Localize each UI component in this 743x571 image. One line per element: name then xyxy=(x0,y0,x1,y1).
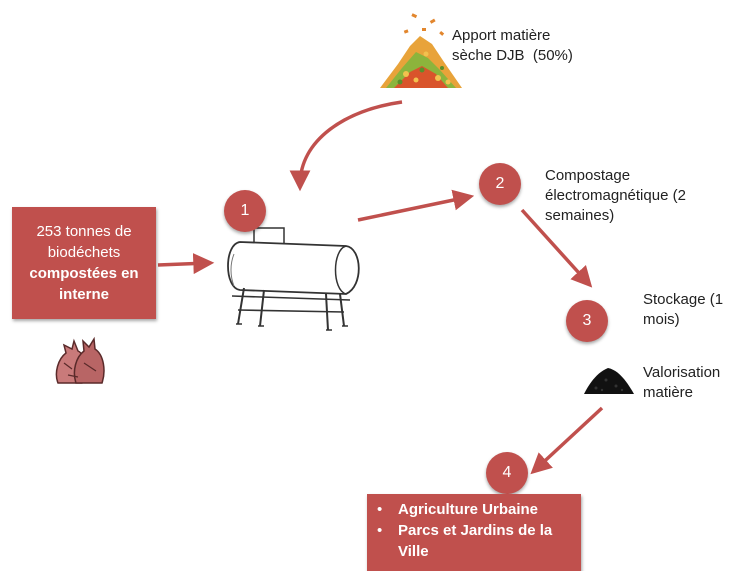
valorisation-label: Valorisation matière xyxy=(643,364,721,401)
input-box: 253 tonnes de biodéchets compostées en i… xyxy=(12,207,156,319)
arrow-input-to-tank xyxy=(157,253,215,275)
output-item-parcs-continued: Ville xyxy=(398,543,429,560)
compost-pile-icon xyxy=(584,368,634,394)
dry-leaves-pile-icon xyxy=(380,13,462,88)
waste-bags-icon xyxy=(55,336,105,384)
output-item-parcs: Parcs et Jardins de la xyxy=(377,520,581,541)
step-2-marker: 2 xyxy=(479,163,521,205)
output-item-agriculture: Agriculture Urbaine xyxy=(377,499,581,520)
step-3-label: Stockage (1 mois) xyxy=(643,291,724,328)
step-4-marker: 4 xyxy=(486,452,528,494)
step-2-label: Compostage électromagnétique (2 semaines… xyxy=(545,167,686,224)
arrow-compost-to-step4 xyxy=(530,406,604,475)
composter-tank-icon xyxy=(227,227,360,331)
output-box: Agriculture Urbaine Parcs et Jardins de … xyxy=(367,494,581,571)
step-3-marker: 3 xyxy=(566,300,608,342)
step-1-marker: 1 xyxy=(224,190,266,232)
dry-matter-label: Apport matière sèche DJB (50%) xyxy=(452,27,573,64)
output-list: Agriculture Urbaine Parcs et Jardins de … xyxy=(367,499,581,541)
arrow-tank-to-step2 xyxy=(357,189,475,222)
arrow-step2-to-step3 xyxy=(520,208,593,288)
arrow-dry-matter-to-tank xyxy=(289,100,403,192)
